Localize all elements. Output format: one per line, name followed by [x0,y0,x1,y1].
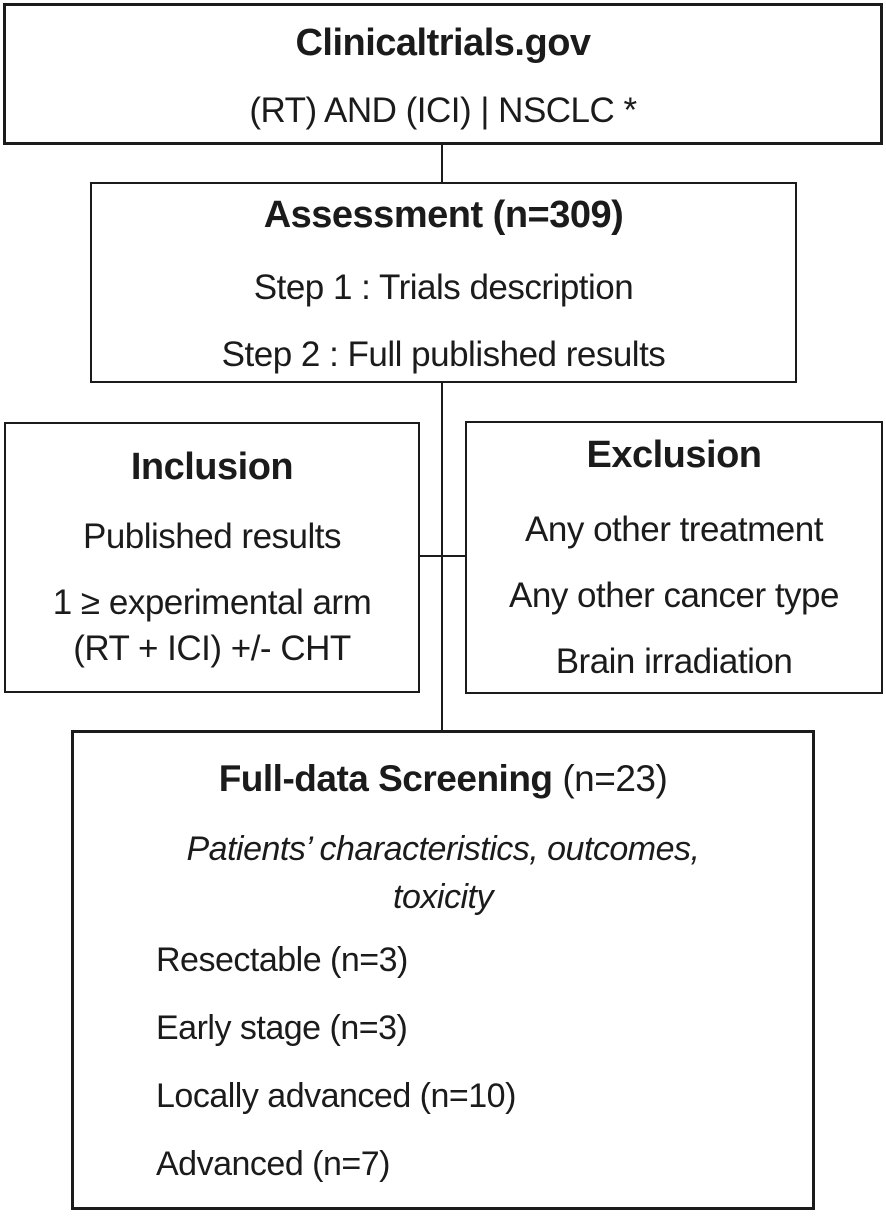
stage-advanced: Advanced (n=7) [156,1145,391,1183]
assessment-steps: Step 1 : Trials description Step 2 : Ful… [92,254,795,388]
connector-inclusion-exclusion [419,555,466,557]
exclusion-criteria-list: Any other treatment Any other cancer typ… [467,497,881,695]
inclusion-criterion-arm-line1: 1 ≥ experimental arm [52,583,372,622]
screening-focus-line2: toxicity [393,878,493,916]
exclusion-box: Exclusion Any other treatment Any other … [465,421,883,694]
connector-source-assessment [441,145,443,183]
screening-box: Full-data Screening (n=23) Patients’ cha… [71,730,815,1210]
stage-locally-advanced: Locally advanced (n=10) [156,1077,516,1115]
exclusion-criterion-cancer-type: Any other cancer type [509,576,839,615]
source-query: (RT) AND (ICI) | NSCLC * [249,91,637,130]
screening-focus: Patients’ characteristics, outcomes, tox… [74,825,812,921]
assessment-step-1: Step 1 : Trials description [253,268,634,307]
screening-title-count: (n=23) [562,758,668,799]
source-title: Clinicaltrials.gov [295,22,591,64]
screening-stage-list: Resectable (n=3) Early stage (n=3) Local… [74,926,812,1198]
assessment-box: Assessment (n=309) Step 1 : Trials descr… [90,182,797,383]
assessment-step-2: Step 2 : Full published results [221,335,666,374]
inclusion-title: Inclusion [130,446,294,488]
connector-assessment-screening [441,383,443,731]
screening-title-bold: Full-data Screening [218,758,553,799]
inclusion-criterion-arm: 1 ≥ experimental arm (RT + ICI) +/- CHT [6,580,418,672]
exclusion-criterion-treatment: Any other treatment [525,510,823,549]
assessment-title: Assessment (n=309) [263,194,624,236]
stage-early: Early stage (n=3) [156,1009,408,1047]
inclusion-criterion-published: Published results [82,517,342,556]
exclusion-criterion-brain: Brain irradiation [555,642,793,681]
screening-title: Full-data Screening (n=23) [74,749,812,809]
screening-focus-line1: Patients’ characteristics, outcomes, [186,830,700,868]
inclusion-box: Inclusion Published results 1 ≥ experime… [4,422,420,693]
inclusion-criterion-arm-line2: (RT + ICI) +/- CHT [73,629,351,668]
source-box: Clinicaltrials.gov (RT) AND (ICI) | NSCL… [3,3,883,145]
exclusion-title: Exclusion [586,434,763,476]
stage-resectable: Resectable (n=3) [156,941,408,979]
